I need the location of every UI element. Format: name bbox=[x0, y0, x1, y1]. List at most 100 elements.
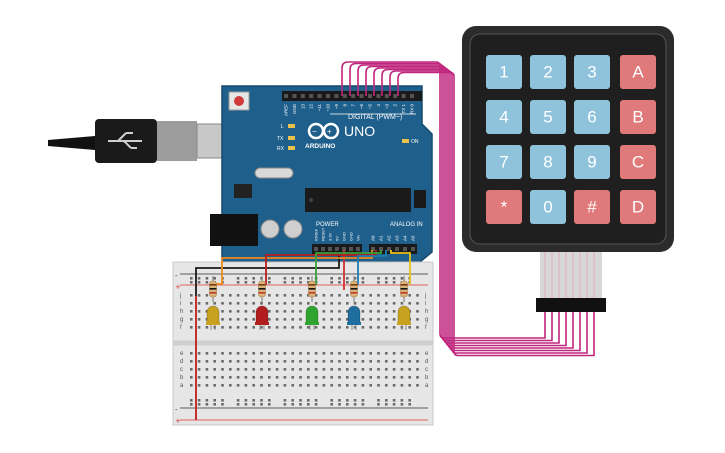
header-pin[interactable] bbox=[356, 247, 360, 251]
breadboard-hole[interactable] bbox=[369, 376, 372, 379]
breadboard-hole[interactable] bbox=[307, 277, 310, 280]
breadboard-hole[interactable] bbox=[392, 310, 396, 313]
breadboard-hole[interactable] bbox=[221, 403, 224, 406]
breadboard-hole[interactable] bbox=[213, 399, 216, 402]
breadboard-hole[interactable] bbox=[314, 302, 318, 305]
breadboard-hole[interactable] bbox=[330, 318, 333, 321]
breadboard-hole[interactable] bbox=[221, 302, 224, 305]
breadboard-hole[interactable] bbox=[377, 302, 380, 305]
breadboard-hole[interactable] bbox=[291, 294, 294, 297]
breadboard-hole[interactable] bbox=[377, 368, 380, 371]
breadboard-hole[interactable] bbox=[392, 403, 396, 406]
breadboard-hole[interactable] bbox=[260, 368, 263, 371]
breadboard-hole[interactable] bbox=[330, 326, 333, 329]
breadboard-hole[interactable] bbox=[299, 376, 302, 379]
resistor[interactable] bbox=[308, 276, 316, 302]
breadboard-hole[interactable] bbox=[392, 368, 396, 371]
breadboard-hole[interactable] bbox=[260, 302, 263, 305]
breadboard-hole[interactable] bbox=[314, 360, 318, 363]
breadboard-hole[interactable] bbox=[400, 403, 404, 406]
breadboard-hole[interactable] bbox=[197, 399, 201, 402]
breadboard-hole[interactable] bbox=[346, 277, 349, 280]
breadboard-hole[interactable] bbox=[400, 399, 404, 402]
breadboard-hole[interactable] bbox=[190, 302, 193, 305]
breadboard-hole[interactable] bbox=[299, 360, 302, 363]
key-3[interactable] bbox=[574, 55, 610, 89]
breadboard-hole[interactable] bbox=[268, 376, 271, 379]
header-pin[interactable] bbox=[317, 94, 322, 98]
breadboard-hole[interactable] bbox=[244, 403, 248, 406]
breadboard-hole[interactable] bbox=[244, 277, 248, 280]
yellow-led-2[interactable] bbox=[397, 305, 411, 330]
breadboard-hole[interactable] bbox=[377, 310, 380, 313]
breadboard-hole[interactable] bbox=[330, 360, 333, 363]
breadboard-hole[interactable] bbox=[260, 403, 263, 406]
breadboard-hole[interactable] bbox=[353, 326, 357, 329]
breadboard-hole[interactable] bbox=[236, 352, 240, 355]
breadboard-hole[interactable] bbox=[307, 360, 310, 363]
breadboard-hole[interactable] bbox=[268, 310, 271, 313]
breadboard-hole[interactable] bbox=[353, 368, 357, 371]
breadboard-hole[interactable] bbox=[369, 318, 372, 321]
breadboard-hole[interactable] bbox=[346, 403, 349, 406]
breadboard-hole[interactable] bbox=[353, 376, 357, 379]
breadboard-hole[interactable] bbox=[353, 302, 357, 305]
breadboard-hole[interactable] bbox=[275, 368, 279, 371]
breadboard-hole[interactable] bbox=[291, 302, 294, 305]
breadboard-hole[interactable] bbox=[400, 352, 404, 355]
power-jack[interactable] bbox=[210, 214, 258, 246]
breadboard-hole[interactable] bbox=[338, 360, 341, 363]
breadboard-hole[interactable] bbox=[392, 318, 396, 321]
key-6[interactable] bbox=[574, 100, 610, 134]
breadboard-hole[interactable] bbox=[353, 384, 357, 387]
breadboard-hole[interactable] bbox=[416, 376, 419, 379]
key-7[interactable] bbox=[486, 145, 522, 179]
breadboard-hole[interactable] bbox=[377, 281, 380, 284]
resistor[interactable] bbox=[258, 276, 266, 302]
breadboard-hole[interactable] bbox=[361, 368, 365, 371]
breadboard-hole[interactable] bbox=[291, 360, 294, 363]
breadboard-hole[interactable] bbox=[197, 384, 201, 387]
breadboard-hole[interactable] bbox=[221, 294, 224, 297]
breadboard-hole[interactable] bbox=[236, 403, 240, 406]
breadboard-hole[interactable] bbox=[416, 318, 419, 321]
breadboard-hole[interactable] bbox=[338, 281, 341, 284]
breadboard-hole[interactable] bbox=[221, 368, 224, 371]
breadboard-hole[interactable] bbox=[236, 384, 240, 387]
header-pin[interactable] bbox=[342, 247, 346, 251]
breadboard-hole[interactable] bbox=[213, 368, 216, 371]
breadboard-hole[interactable] bbox=[244, 360, 248, 363]
breadboard-hole[interactable] bbox=[392, 384, 396, 387]
resistor[interactable] bbox=[400, 276, 408, 302]
breadboard-hole[interactable] bbox=[229, 368, 232, 371]
breadboard-hole[interactable] bbox=[252, 310, 255, 313]
keypad-4x4[interactable] bbox=[462, 26, 674, 312]
breadboard-hole[interactable] bbox=[346, 360, 349, 363]
breadboard-hole[interactable] bbox=[346, 352, 349, 355]
breadboard-hole[interactable] bbox=[252, 277, 255, 280]
header-pin[interactable] bbox=[411, 247, 415, 251]
breadboard-hole[interactable] bbox=[283, 376, 287, 379]
breadboard-hole[interactable] bbox=[229, 326, 232, 329]
breadboard-hole[interactable] bbox=[229, 384, 232, 387]
breadboard-hole[interactable] bbox=[260, 352, 263, 355]
breadboard-hole[interactable] bbox=[322, 384, 326, 387]
breadboard-hole[interactable] bbox=[291, 403, 294, 406]
breadboard-hole[interactable] bbox=[330, 310, 333, 313]
breadboard-hole[interactable] bbox=[369, 302, 372, 305]
breadboard-hole[interactable] bbox=[190, 352, 193, 355]
breadboard-hole[interactable] bbox=[361, 318, 365, 321]
breadboard-hole[interactable] bbox=[416, 384, 419, 387]
breadboard-hole[interactable] bbox=[416, 302, 419, 305]
breadboard-hole[interactable] bbox=[330, 368, 333, 371]
breadboard-hole[interactable] bbox=[252, 302, 255, 305]
header-pin[interactable] bbox=[284, 94, 288, 98]
breadboard-hole[interactable] bbox=[353, 360, 357, 363]
breadboard-hole[interactable] bbox=[330, 294, 333, 297]
breadboard-hole[interactable] bbox=[307, 403, 310, 406]
breadboard-hole[interactable] bbox=[190, 384, 193, 387]
key-A[interactable] bbox=[620, 55, 656, 89]
breadboard-hole[interactable] bbox=[221, 399, 224, 402]
breadboard-hole[interactable] bbox=[353, 403, 357, 406]
breadboard-hole[interactable] bbox=[338, 368, 341, 371]
